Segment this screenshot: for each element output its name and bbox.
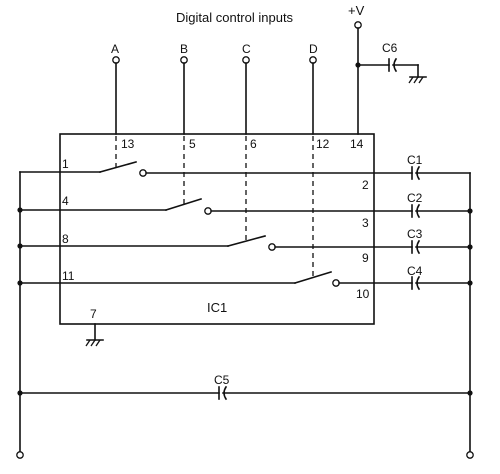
left-output-terminal (16, 451, 24, 459)
supply-label: +V (348, 3, 365, 18)
pin-6-label: 6 (250, 137, 257, 151)
pin-9-label: 9 (362, 251, 369, 265)
c6-label: C6 (382, 41, 398, 55)
pin-3-label: 3 (362, 216, 369, 230)
pin-1-label: 1 (62, 157, 69, 171)
input-c-label: C (242, 42, 251, 56)
input-d-label: D (309, 42, 318, 56)
switch-channel-2: C2 (19, 191, 471, 219)
switch-channel-3: C3 (19, 227, 471, 255)
diagram-title: Digital control inputs (176, 10, 294, 25)
ch1-switch-arm (99, 161, 137, 173)
ch4-switch-arm (294, 271, 332, 284)
pin7-ground: 7 (85, 307, 104, 347)
pin-2-label: 2 (362, 178, 369, 192)
input-b-label: B (180, 42, 188, 56)
ic1-body (59, 133, 375, 325)
ch2-switch-arm (164, 197, 203, 212)
ic1-label: IC1 (207, 300, 227, 315)
control-input-a: A (111, 42, 120, 135)
ch3-switch-arm (227, 235, 266, 247)
pin-11-label: 11 (62, 269, 75, 283)
c3-label: C3 (407, 227, 423, 241)
c5-label: C5 (214, 373, 230, 387)
c1-label: C1 (407, 153, 423, 167)
pin-12-label: 12 (316, 137, 330, 151)
pin-13-label: 13 (121, 137, 135, 151)
pin-8-label: 8 (62, 232, 69, 246)
pin-14-label: 14 (350, 137, 364, 151)
pin7-ground-icon (85, 339, 104, 347)
pin-10-label: 10 (356, 287, 370, 301)
input-a-label: A (111, 42, 119, 56)
supply-rail: +V C6 (348, 3, 427, 135)
c4-label: C4 (407, 264, 423, 278)
pin-5-label: 5 (189, 137, 196, 151)
switch-channel-1: C1 (19, 153, 471, 181)
switch-channel-4: C4 (19, 264, 471, 291)
capacitor-c5: C5 (19, 373, 471, 401)
pin-7-label: 7 (90, 307, 97, 321)
c6-ground-icon (408, 76, 427, 84)
control-input-c: C (242, 42, 251, 135)
pin-4-label: 4 (62, 194, 69, 208)
c2-label: C2 (407, 191, 423, 205)
control-input-d: D (309, 42, 318, 135)
control-input-b: B (180, 42, 188, 135)
right-output-terminal (466, 451, 474, 459)
